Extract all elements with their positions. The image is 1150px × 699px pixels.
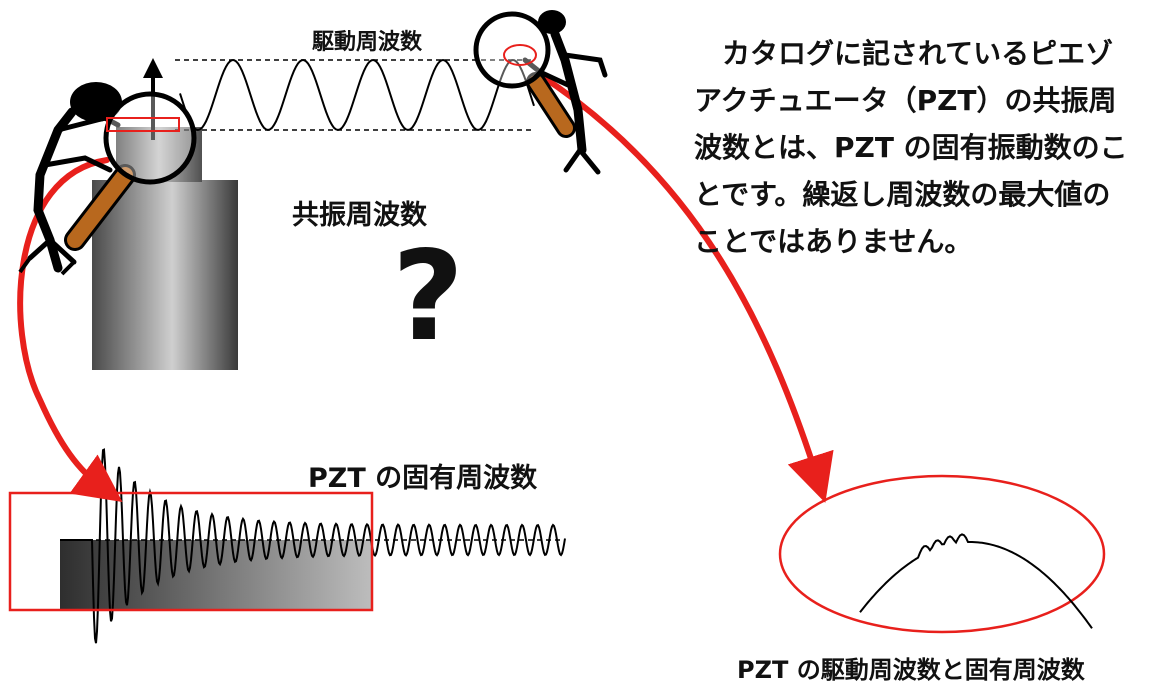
- caption: PZT の駆動周波数と固有周波数: [737, 656, 1085, 684]
- up-arrow-head: [143, 58, 163, 78]
- pzt-base-block: [60, 540, 372, 610]
- red-arrow-left: [17, 157, 123, 503]
- magnifier-icon-left: [64, 91, 197, 251]
- magnifier-icon-right: [473, 11, 576, 138]
- person-figure-left: [18, 82, 122, 276]
- description-text: カタログに記されているピエゾアクチュエータ（PZT）の共振周波数とは、PZT の…: [694, 37, 1128, 258]
- resonance-ellipse: [778, 474, 1106, 634]
- damped-oscillation-wave: [60, 448, 566, 644]
- drive-sine-wave: [179, 59, 535, 132]
- question-mark: ?: [392, 225, 464, 369]
- pzt-body: [92, 180, 238, 370]
- resonance-frequency-label: 共振周波数: [292, 200, 427, 231]
- resonance-curve: [859, 533, 1093, 629]
- natural-frequency-box: [8, 491, 374, 612]
- drive-frequency-label: 駆動周波数: [312, 30, 423, 55]
- pzt-natural-frequency-label: PZT の固有周波数: [308, 463, 538, 494]
- red-arrow-right: [537, 72, 834, 503]
- person-figure-right: [522, 10, 608, 175]
